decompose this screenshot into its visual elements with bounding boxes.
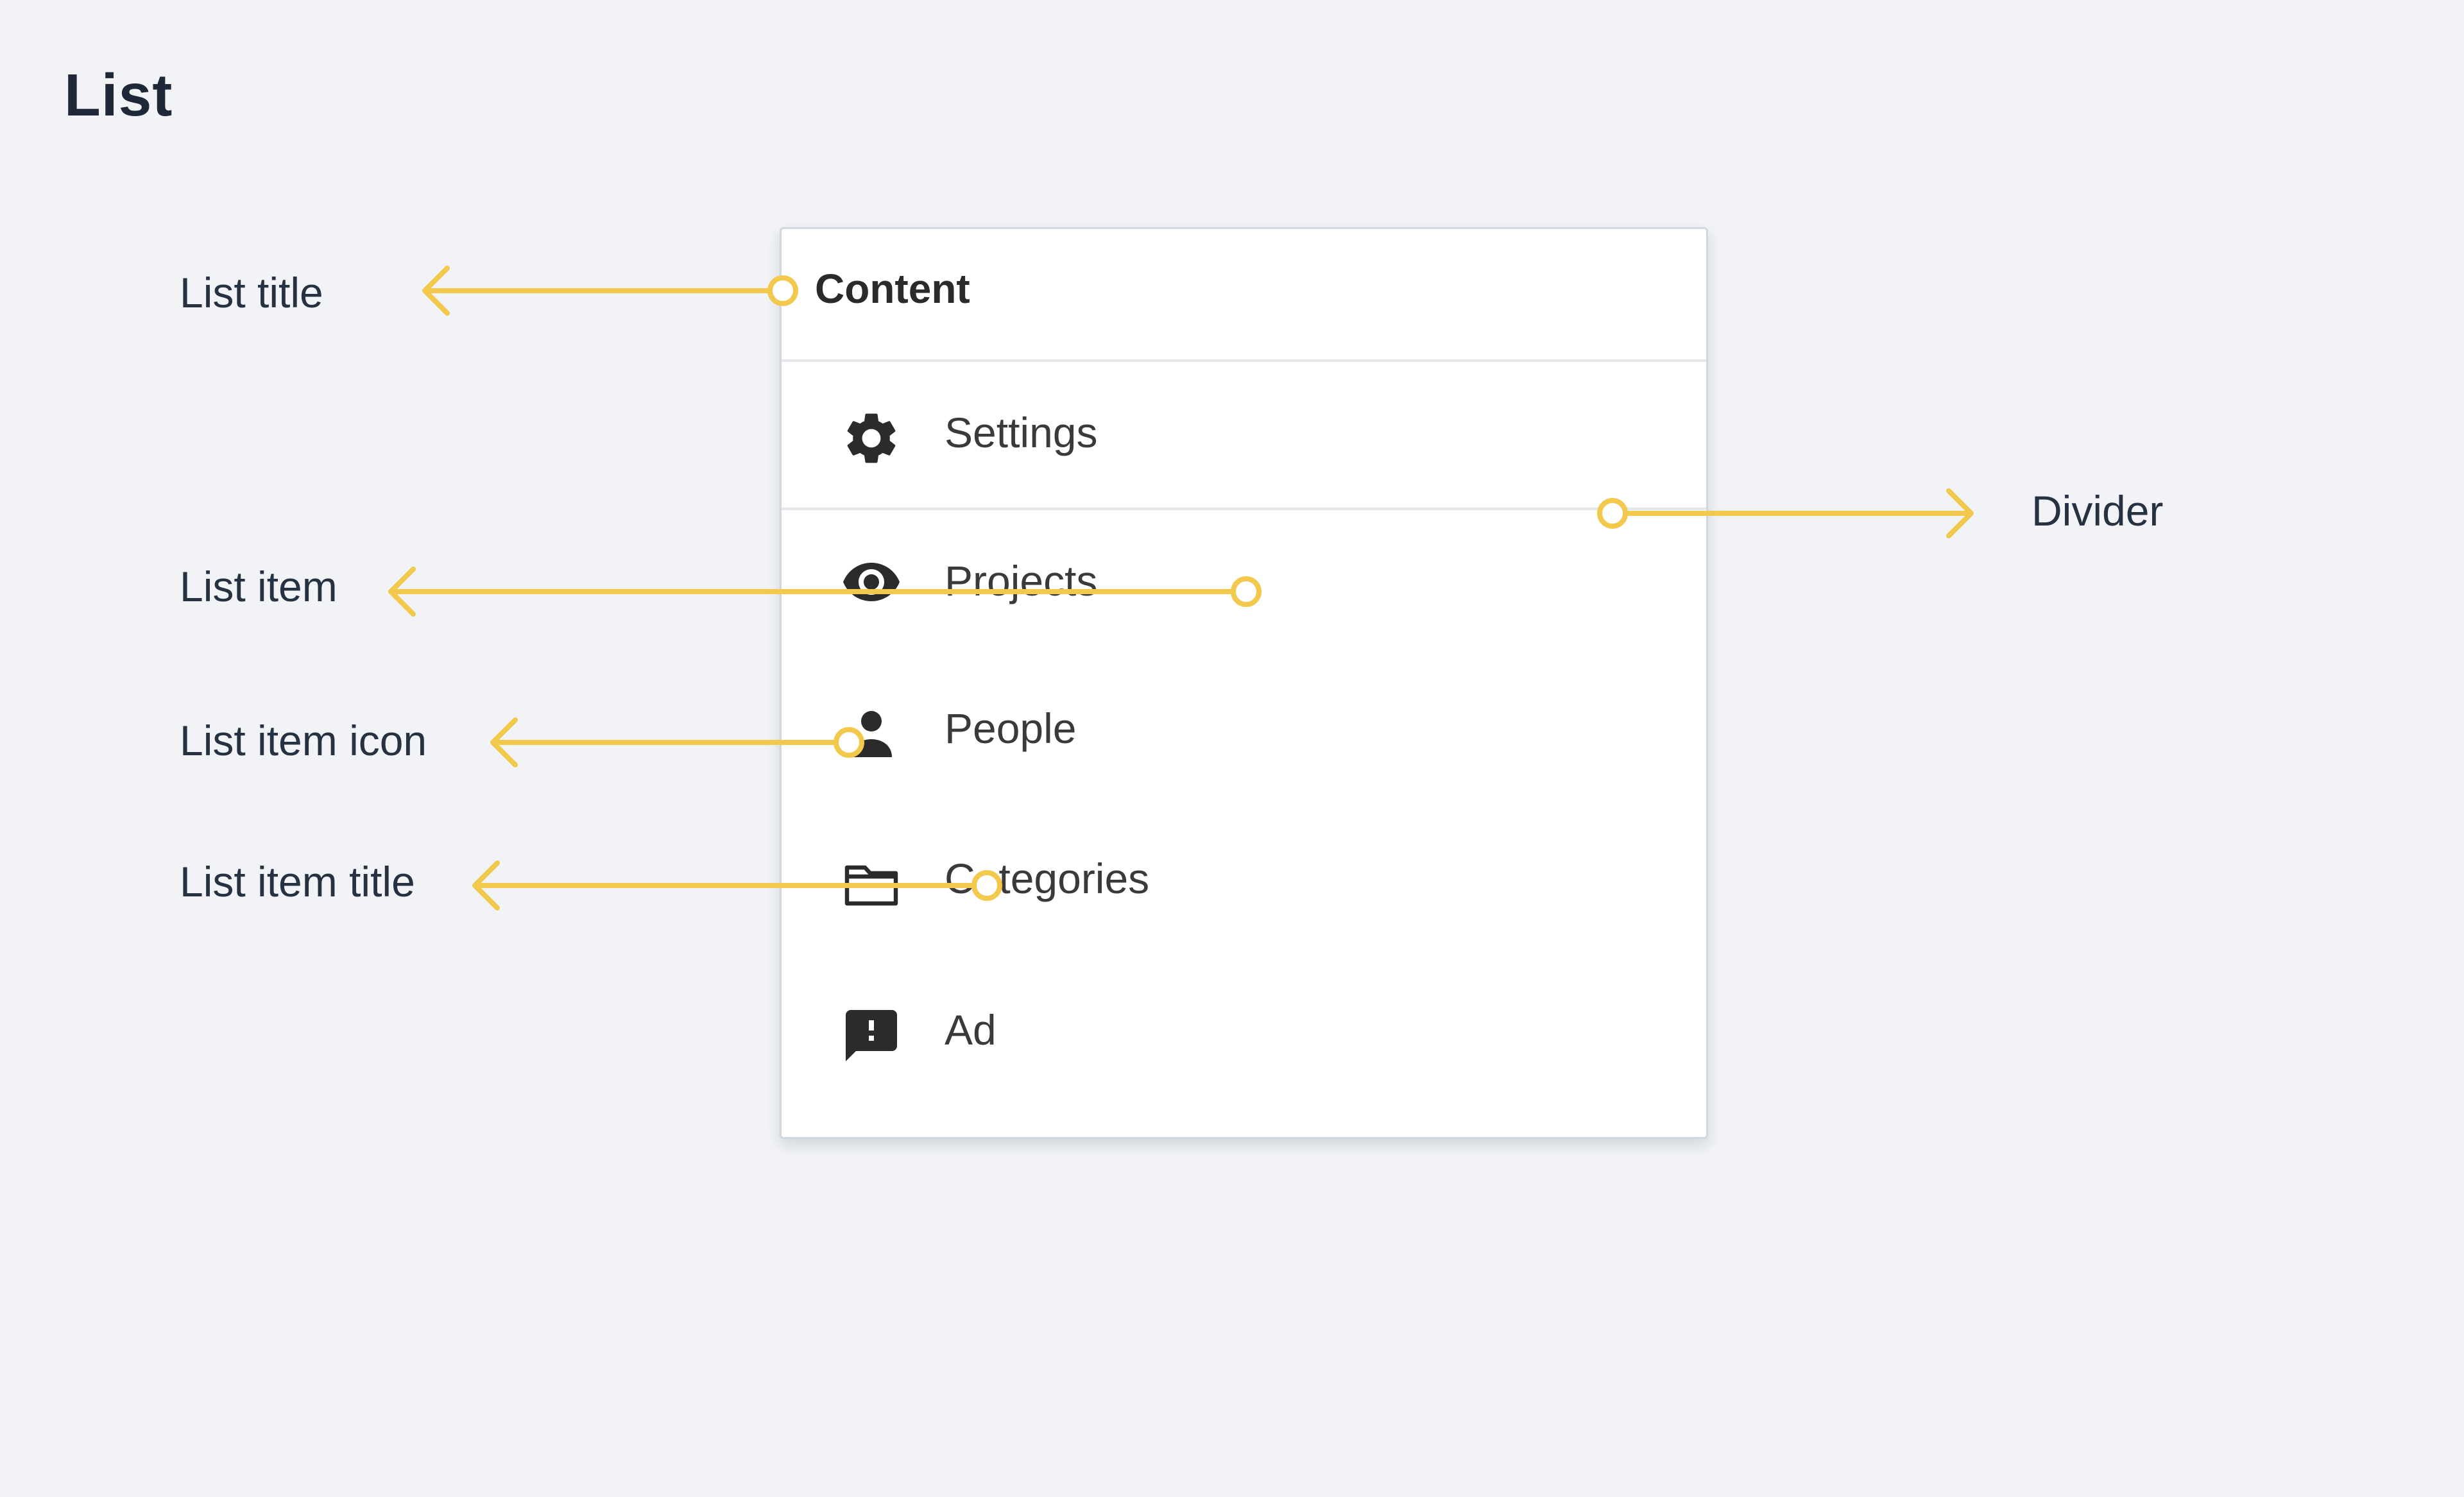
list-item-title: People (945, 705, 1077, 752)
list-item-ad[interactable]: Ad (782, 962, 1706, 1109)
page-title: List (64, 62, 173, 128)
callout-label-list-item-title: List item title (180, 858, 415, 905)
list-item-title: Settings (945, 409, 1098, 456)
feedback-icon (841, 1005, 902, 1066)
callout-label-divider: Divider (2032, 487, 2164, 535)
list-item-projects[interactable]: Projects (782, 513, 1706, 660)
person-icon (841, 703, 902, 765)
callout-label-list-title: List title (180, 269, 323, 316)
list-item-categories[interactable]: Categories (782, 810, 1706, 958)
list-item-title: Ad (945, 1006, 997, 1054)
callout-label-list-item: List item (180, 563, 338, 610)
list-title: Content (815, 266, 970, 312)
list-divider (782, 508, 1706, 510)
list-item-people[interactable]: People (782, 660, 1706, 808)
list-item-title: Projects (945, 557, 1098, 604)
folder-icon (841, 853, 902, 915)
list-card: Content Settings Projects (780, 227, 1708, 1139)
list-item-title: Categories (945, 855, 1150, 902)
callout-label-list-item-icon: List item icon (180, 717, 427, 764)
title-divider (782, 359, 1706, 362)
eye-icon (841, 551, 902, 613)
gear-icon (841, 407, 902, 469)
list-item-settings[interactable]: Settings (782, 364, 1706, 512)
callout-arrow-list-title (422, 266, 798, 316)
